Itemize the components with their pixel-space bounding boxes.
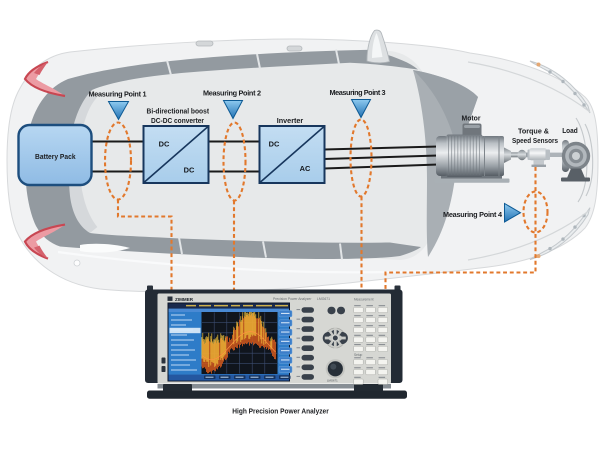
svg-text:ZIMMER: ZIMMER <box>175 297 194 302</box>
svg-text:Precision Power Analyzer: Precision Power Analyzer <box>273 297 312 301</box>
svg-text:Setup: Setup <box>354 353 363 357</box>
svg-text:Battery Pack: Battery Pack <box>35 152 76 161</box>
svg-text:DC-DC converter: DC-DC converter <box>151 116 204 125</box>
svg-text:High Precision Power Analyzer: High Precision Power Analyzer <box>232 406 329 415</box>
svg-text:DC: DC <box>269 140 280 149</box>
svg-text:Measurement: Measurement <box>354 298 374 302</box>
svg-text:Measuring Point 3: Measuring Point 3 <box>330 88 386 97</box>
svg-text:LMG671: LMG671 <box>327 378 338 382</box>
svg-text:LMG671: LMG671 <box>317 297 330 301</box>
svg-text:DC: DC <box>184 166 195 175</box>
svg-text:Torque &: Torque & <box>518 126 550 135</box>
svg-text:Load: Load <box>562 126 578 135</box>
svg-text:Speed Sensors: Speed Sensors <box>512 136 558 145</box>
svg-text:Motor: Motor <box>462 113 481 122</box>
svg-text:Measuring Point 4: Measuring Point 4 <box>443 210 503 219</box>
svg-text:AC: AC <box>300 164 311 173</box>
svg-text:Inverter: Inverter <box>277 116 304 125</box>
svg-text:DC: DC <box>159 140 170 149</box>
svg-text:Bi-directional boost: Bi-directional boost <box>147 106 210 115</box>
svg-text:Measuring Point 1: Measuring Point 1 <box>89 89 147 98</box>
svg-text:Measuring Point 2: Measuring Point 2 <box>203 89 261 98</box>
